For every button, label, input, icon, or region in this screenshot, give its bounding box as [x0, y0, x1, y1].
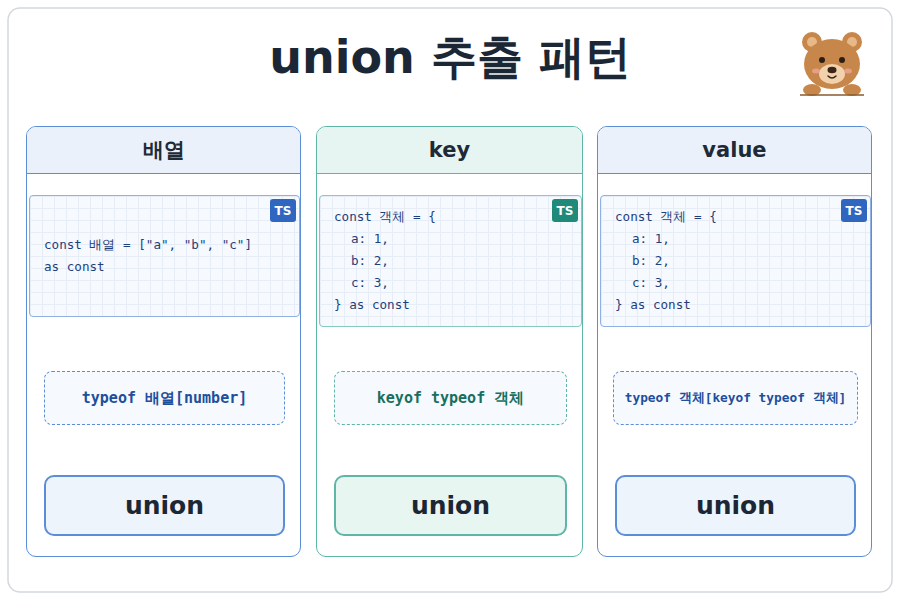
code-box: const 배열 = ["a", "b", "c"]as const TS — [29, 195, 300, 317]
code-line: const 객체 = { — [334, 206, 567, 228]
result-box: union — [334, 475, 567, 536]
column-panel: key const 객체 = {a: 1,b: 2,c: 3,} as const… — [316, 126, 583, 557]
code-line: c: 3, — [615, 272, 856, 294]
panel-header: 배열 — [27, 127, 300, 174]
type-expression-box: keyof typeof 객체 — [334, 371, 567, 425]
result-box: union — [44, 475, 285, 536]
type-expression: keyof typeof 객체 — [377, 389, 524, 408]
result-label: union — [125, 491, 204, 520]
badge-label: TS — [275, 204, 292, 218]
column-panel: 배열 const 배열 = ["a", "b", "c"]as const TS ty… — [26, 126, 301, 557]
type-expression-box: typeof 배열[number] — [44, 371, 285, 425]
column-panel: value const 객체 = {a: 1,b: 2,c: 3,} as con… — [597, 126, 872, 557]
type-expression: typeof 배열[number] — [82, 389, 247, 408]
code-box: const 객체 = {a: 1,b: 2,c: 3,} as const TS — [319, 195, 582, 327]
panel-header: key — [317, 127, 582, 174]
outer-frame — [8, 8, 892, 592]
code-line: b: 2, — [615, 250, 856, 272]
ts-badge: TS — [270, 199, 296, 222]
badge-label: TS — [557, 204, 574, 218]
code-line: const 배열 = ["a", "b", "c"] — [44, 234, 285, 256]
panel-header: value — [598, 127, 871, 174]
bear-icon — [800, 32, 864, 96]
code-line: a: 1, — [615, 228, 856, 250]
code-line: as const — [44, 256, 285, 278]
code-line: a: 1, — [334, 228, 567, 250]
result-label: union — [696, 491, 775, 520]
ts-badge: TS — [552, 199, 578, 222]
result-label: union — [411, 491, 490, 520]
code-line: } as const — [615, 294, 856, 316]
code-line: const 객체 = { — [615, 206, 856, 228]
code-line: b: 2, — [334, 250, 567, 272]
type-expression-box: typeof 객체[keyof typeof 객체] — [613, 371, 859, 425]
code-line: c: 3, — [334, 272, 567, 294]
ts-badge: TS — [841, 199, 867, 222]
badge-label: TS — [846, 204, 863, 218]
diagram-title: union 추출 패턴 — [0, 30, 900, 85]
result-box: union — [615, 475, 856, 536]
type-expression: typeof 객체[keyof typeof 객체] — [625, 390, 847, 407]
code-line: } as const — [334, 294, 567, 316]
code-box: const 객체 = {a: 1,b: 2,c: 3,} as const TS — [600, 195, 871, 327]
